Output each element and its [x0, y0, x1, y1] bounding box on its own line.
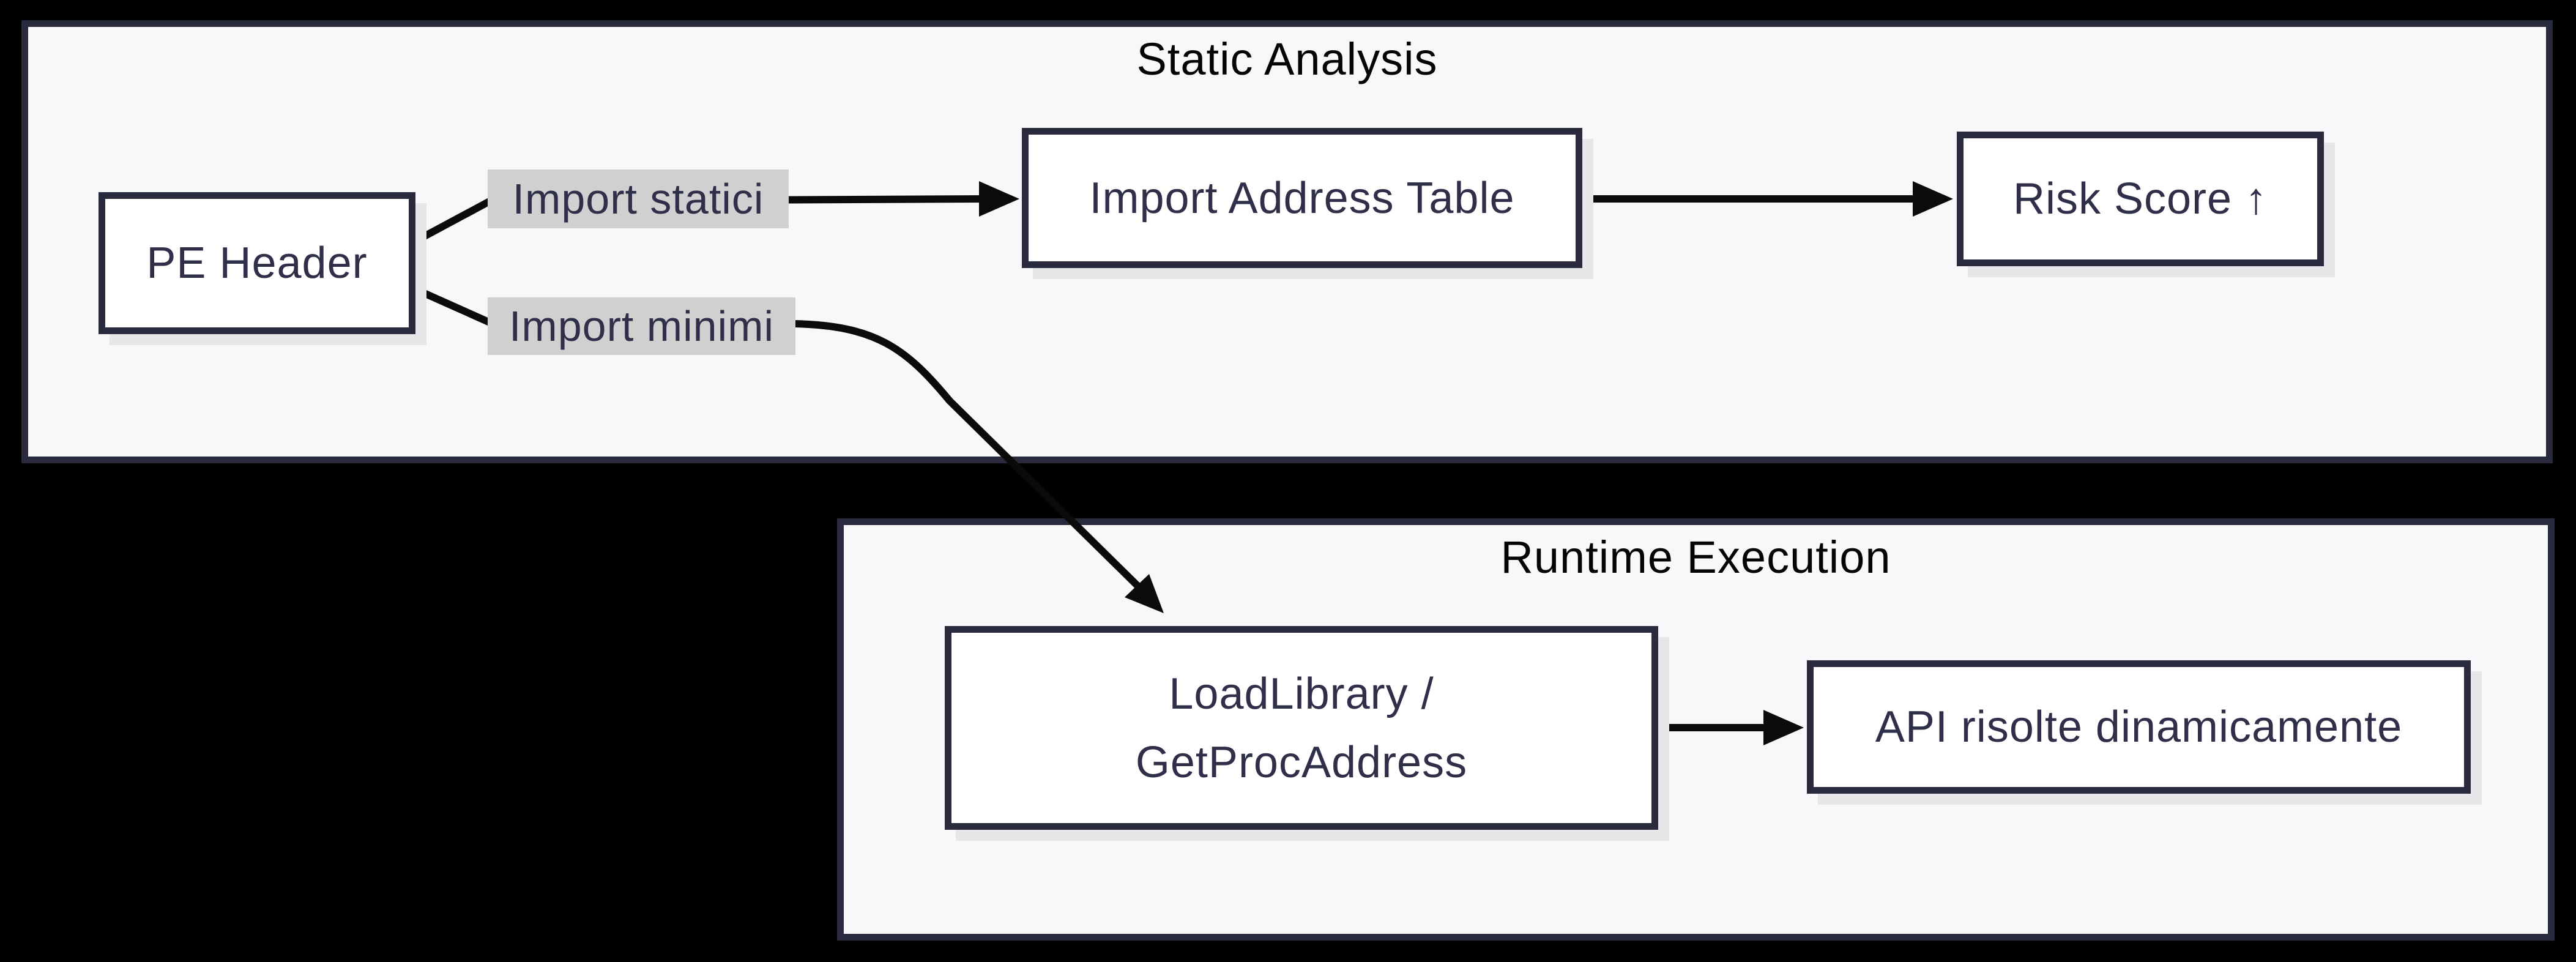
arrow-head-icon — [979, 181, 1019, 217]
node-label-line1: LoadLibrary / — [1169, 669, 1434, 718]
edge-label-text: Import statici — [512, 175, 764, 223]
node-label: LoadLibrary / GetProcAddress — [1136, 660, 1467, 797]
subgraph-runtime-execution-title: Runtime Execution — [1500, 532, 1891, 583]
edge-minimi-to-loadlibrary — [794, 320, 1141, 589]
node-import-address-table: Import Address Table — [1022, 128, 1582, 268]
node-label: Import Address Table — [1089, 173, 1515, 223]
node-label: PE Header — [146, 239, 368, 288]
edge-pe-to-minimi-stub — [404, 282, 494, 327]
node-pe-header: PE Header — [99, 192, 415, 334]
node-loadlibrary-getprocaddress: LoadLibrary / GetProcAddress — [945, 626, 1658, 830]
edge-label-text: Import minimi — [508, 302, 775, 350]
node-api-risolte-dinamicamente: API risolte dinamicamente — [1807, 660, 2471, 794]
subgraph-static-analysis-title: Static Analysis — [1136, 34, 1438, 84]
arrow-head-icon — [1125, 574, 1164, 613]
edge-label-import-minimi: Import minimi — [488, 297, 795, 355]
arrow-head-icon — [1763, 710, 1804, 745]
node-label-line2: GetProcAddress — [1135, 737, 1468, 787]
edge-label-import-statici: Import statici — [488, 170, 789, 228]
node-label: Risk Score ↑ — [2012, 174, 2268, 223]
node-label: API risolte dinamicamente — [1875, 703, 2403, 751]
arrow-head-icon — [1913, 181, 1953, 217]
node-risk-score: Risk Score ↑ — [1957, 132, 2324, 266]
